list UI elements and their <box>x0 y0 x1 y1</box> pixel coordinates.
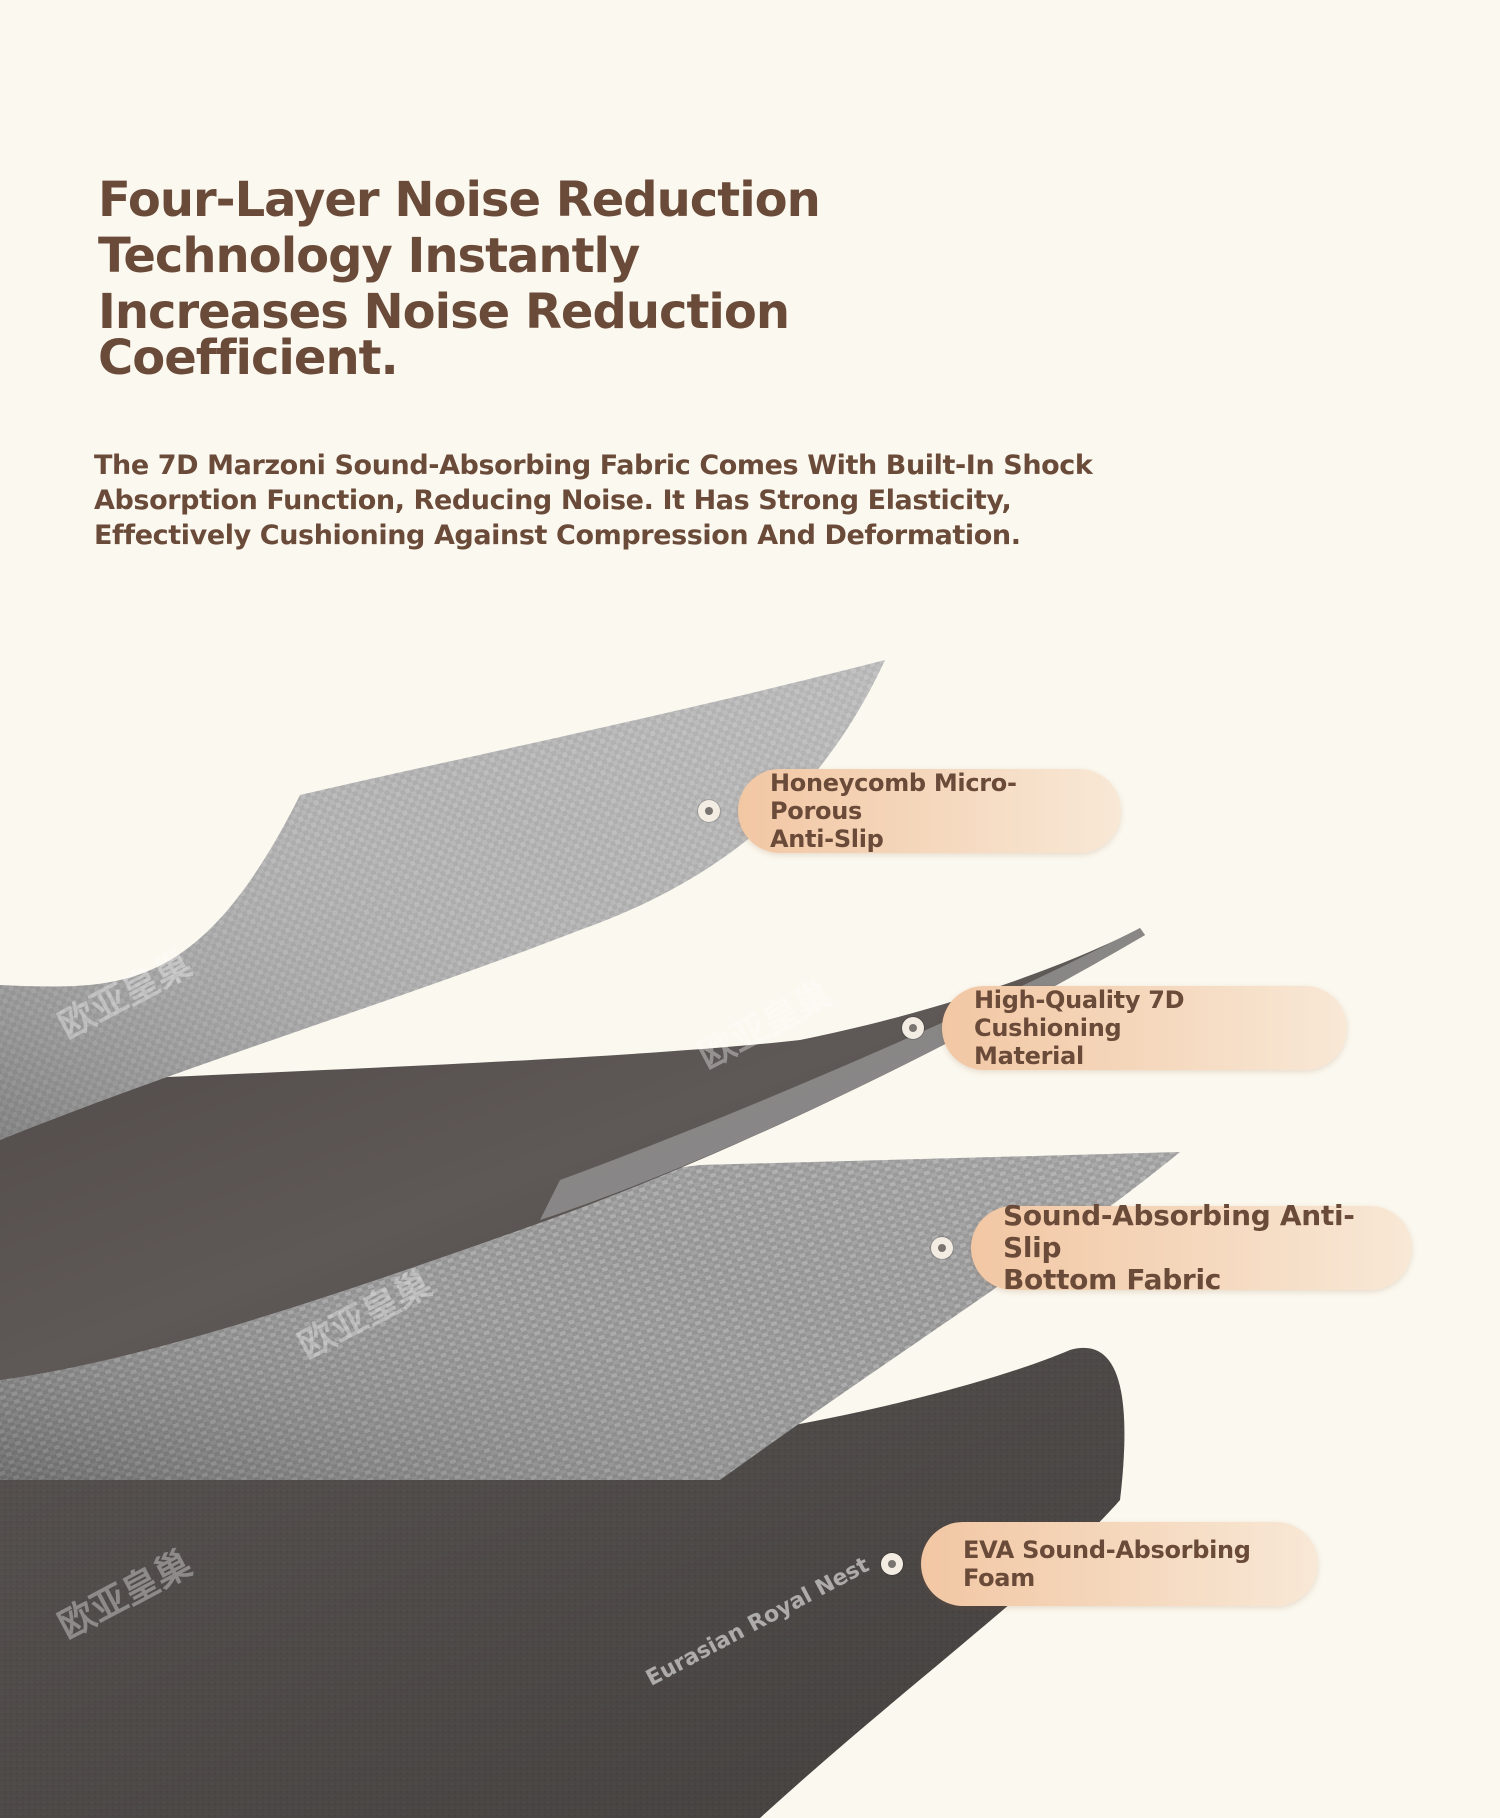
callout-eva-foam: EVA Sound-Absorbing Foam <box>881 1522 1318 1606</box>
layer-label: EVA Sound-Absorbing Foam <box>963 1536 1251 1592</box>
callout-dot-icon <box>902 1017 924 1039</box>
headline-line-4: Coefficient. <box>98 330 399 386</box>
layer-label: Sound-Absorbing Anti-Slip Bottom Fabric <box>1003 1199 1355 1296</box>
callout-bottom-fabric: Sound-Absorbing Anti-Slip Bottom Fabric <box>931 1200 1412 1296</box>
layer-label-pill: Sound-Absorbing Anti-Slip Bottom Fabric <box>971 1200 1412 1296</box>
callout-dot-icon <box>931 1237 953 1259</box>
layer-label-pill: Honeycomb Micro-Porous Anti-Slip <box>738 769 1121 853</box>
layer-label-pill: High-Quality 7D Cushioning Material <box>942 986 1347 1070</box>
headline-line-1: Four-Layer Noise Reduction <box>98 172 821 228</box>
callout-honeycomb: Honeycomb Micro-Porous Anti-Slip <box>698 769 1121 853</box>
feature-description: The 7D Marzoni Sound-Absorbing Fabric Co… <box>94 450 1093 551</box>
callout-dot-icon <box>698 800 720 822</box>
layer-label: Honeycomb Micro-Porous Anti-Slip <box>770 769 1017 853</box>
callout-cushioning: High-Quality 7D Cushioning Material <box>902 986 1347 1070</box>
cushioning-layer <box>0 928 1145 1380</box>
headline-line-3: Increases Noise Reduction <box>98 284 790 340</box>
headline-line-2: Technology Instantly <box>98 228 640 284</box>
headline: Four-Layer Noise Reduction Technology In… <box>98 172 858 386</box>
layer-label: High-Quality 7D Cushioning Material <box>974 986 1185 1070</box>
layer-label-pill: EVA Sound-Absorbing Foam <box>921 1522 1318 1606</box>
callout-dot-icon <box>881 1553 903 1575</box>
